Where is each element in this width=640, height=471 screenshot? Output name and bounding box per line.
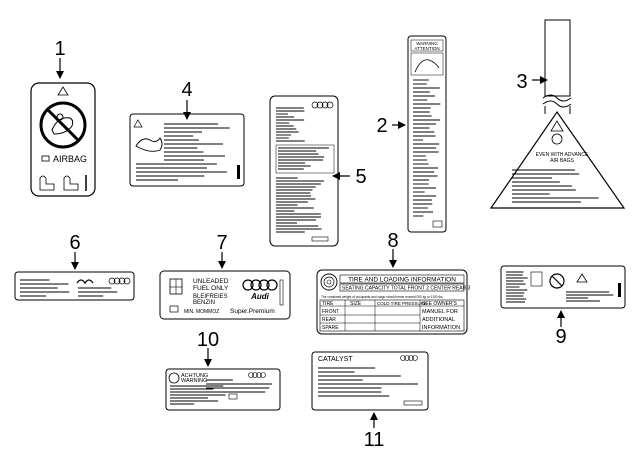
tire-info-title: TIRE AND LOADING INFORMATION: [348, 277, 456, 284]
attention-header: ATTENTION: [414, 46, 439, 51]
warning-triangle-icon: [576, 273, 588, 283]
front-row-label: FRONT: [322, 309, 339, 315]
callout-5: 5: [355, 166, 366, 188]
min-octane-text: MIN. MOMMOZ: [184, 309, 219, 315]
callout-10: 10: [197, 329, 219, 351]
callout-numbers: 1 2 3 4 5 6 7 8 9 10 11: [54, 38, 566, 451]
no-child-seat-icon: [39, 101, 87, 149]
manuel-for-text: MANUEL FOR: [422, 309, 458, 315]
no-child-seat-icon: [549, 273, 565, 289]
rear-row-label: REAR: [322, 317, 336, 323]
spare-row-label: SPARE: [322, 325, 339, 331]
label-7-fuel-label: UNLEADED FUEL ONLY BLEIFREIES BENZIN Aud…: [159, 270, 291, 320]
audi-rings-logo: [400, 355, 418, 361]
unleaded-text: UNLEADED: [193, 278, 229, 285]
callout-7: 7: [216, 232, 227, 254]
seated-person-icon: [414, 59, 440, 73]
callout-1: 1: [54, 38, 65, 60]
label-10-warning-label: ACHTUNG WARNING: [165, 368, 281, 411]
tire-col-header: TIRE: [322, 301, 334, 307]
additional-text: ADDITIONAL: [422, 317, 455, 323]
audi-wordmark: Audi: [250, 292, 270, 301]
see-owners-text: SEE OWNER'S: [422, 301, 458, 307]
combined-weight-text: The combined weight of occupants and car…: [321, 295, 443, 299]
benzin-text: BENZIN: [193, 300, 215, 306]
audi-rings-logo: [108, 277, 131, 285]
audi-rings-logo: [311, 101, 334, 109]
airbag-text: AIRBAG: [53, 154, 87, 164]
warning-header: WARNING: [416, 41, 438, 46]
even-with-advance-text: EVEN WITH ADVANCE: [536, 152, 589, 158]
warning-triangle-icon: [133, 119, 143, 128]
fuel-pump-icon: [169, 278, 183, 295]
warning-triangle-icon: [550, 120, 564, 132]
super-premium-text: Super.Premium: [230, 308, 275, 315]
callout-11: 11: [364, 429, 385, 451]
callout-6: 6: [69, 232, 80, 254]
warning-triangle-icon: [57, 86, 69, 96]
info-box-icon: [530, 271, 543, 287]
callout-2: 2: [376, 115, 387, 137]
child-seat-icon: [135, 137, 163, 152]
information-text: INFORMATION: [422, 325, 460, 331]
callout-9: 9: [555, 326, 566, 348]
label-2-warning-strip: WARNING ATTENTION: [407, 35, 447, 233]
air-bags-text: AIR BAGS: [550, 158, 574, 164]
label-4-childseat-label: [129, 113, 245, 187]
achtung-text: ACHTUNG: [181, 373, 208, 379]
bleifreies-text: BLEIFREIES: [193, 294, 228, 300]
callout-4: 4: [181, 79, 192, 101]
manual-book-icon: [41, 155, 50, 162]
child-seat-icon: [551, 133, 563, 145]
label-8-tire-loading-info: TIRE AND LOADING INFORMATION SEATING CAP…: [316, 269, 471, 335]
leader-arrows: [56, 58, 565, 428]
callout-8: 8: [387, 230, 398, 252]
label-11-catalyst-label: CATALYST: [311, 351, 429, 411]
seating-capacity-text: SEATING CAPACITY TOTAL FRONT 2 CENTER RE…: [342, 286, 471, 292]
label-6-engine-label: [14, 271, 135, 301]
oil-can-icon: [76, 279, 94, 285]
fuel-only-text: FUEL ONLY: [193, 285, 229, 292]
manual-book-icon: [228, 393, 238, 400]
size-col-header: SIZE: [350, 301, 362, 307]
warning-text: WARNING: [181, 378, 207, 384]
manual-book-icon: [169, 305, 179, 313]
audi-badge: [432, 220, 443, 228]
seat-icon: [39, 175, 87, 191]
catalyst-title: CATALYST: [318, 356, 353, 363]
label-1-airbag-warning: AIRBAG: [30, 82, 96, 197]
label-3-hanging-tag: EVEN WITH ADVANCE AIR BAGS: [489, 19, 626, 209]
warning-circle-icon: [168, 372, 180, 384]
audi-rings-logo: [242, 279, 278, 291]
tire-icon: [320, 273, 338, 291]
audi-rings-logo: [248, 372, 266, 378]
cold-tire-pressure-header: COLD TIRE PRESSURE: [377, 301, 427, 306]
callout-3: 3: [516, 71, 527, 93]
label-9-warning-label: [500, 265, 626, 309]
label-5-spec-sheet: [269, 95, 339, 247]
